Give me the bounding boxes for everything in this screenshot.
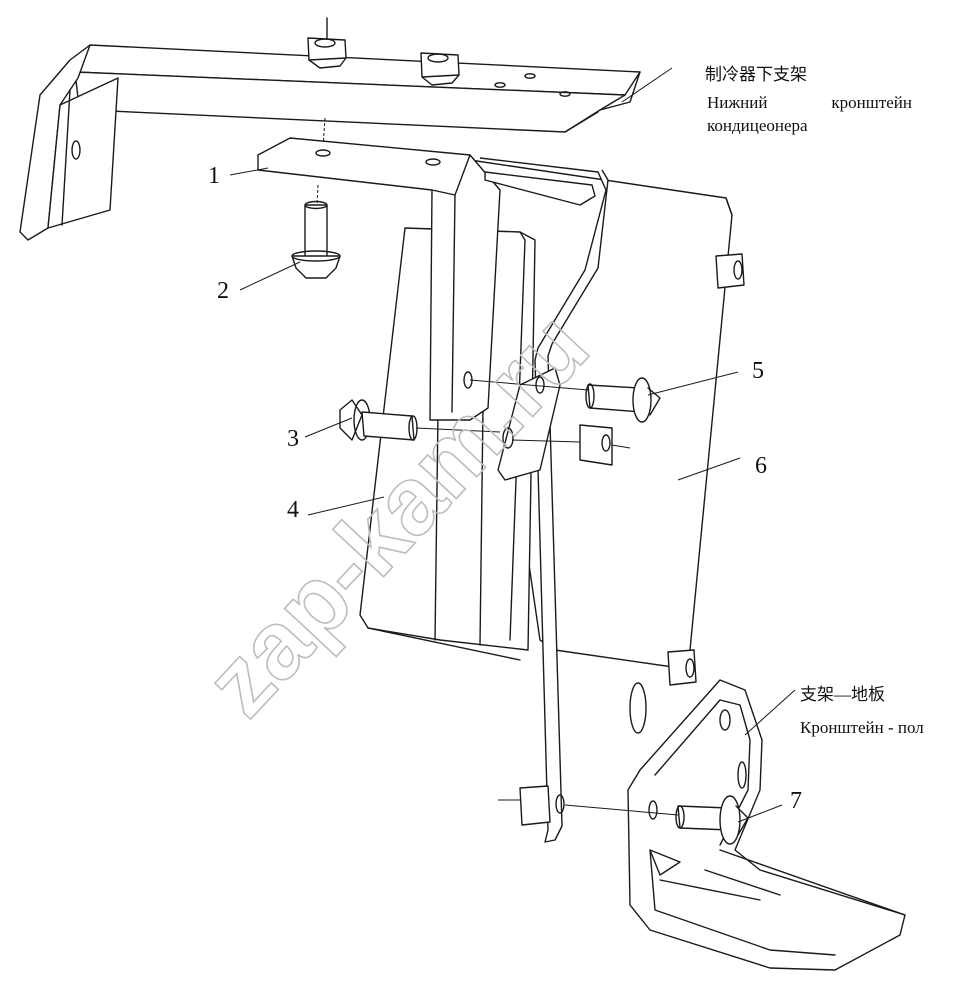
callout-1: 1 xyxy=(208,163,220,189)
leader-upper-bracket-note xyxy=(621,67,673,103)
leader-4 xyxy=(307,496,385,516)
callout-4: 4 xyxy=(287,497,299,523)
leader-3 xyxy=(304,417,353,438)
part-7-bolt xyxy=(564,795,749,845)
callout-5: 5 xyxy=(752,358,764,384)
leader-lines xyxy=(229,67,796,823)
part-5-bolt xyxy=(469,377,661,423)
leader-2 xyxy=(239,261,301,291)
callout-7: 7 xyxy=(790,788,802,814)
upper-ac-bracket xyxy=(19,17,641,241)
floor-bracket-note: 支架—地板 Кронштейн - пол xyxy=(800,685,924,737)
upper-bracket-note-russian-1b: кронштейн xyxy=(831,93,912,112)
leader-5 xyxy=(647,371,739,396)
plate-6-nut-bottom xyxy=(667,649,697,686)
floor-bracket-note-russian: Кронштейн - пол xyxy=(800,718,924,737)
leader-floor-bracket-note xyxy=(744,689,796,736)
part-3-bolt xyxy=(339,399,501,441)
part-1-l-bracket xyxy=(257,137,501,421)
upper-bracket-nut-left xyxy=(307,17,347,69)
upper-bracket-nut-right xyxy=(420,52,460,86)
leader-1 xyxy=(229,167,269,176)
upper-bracket-note-russian-1a: Нижний xyxy=(707,93,767,112)
part-2-bolt xyxy=(291,184,341,279)
floor-bracket-note-chinese: 支架—地板 xyxy=(800,685,885,704)
callout-2: 2 xyxy=(217,278,229,304)
plate-6-nut-top xyxy=(715,253,745,289)
leader-7 xyxy=(737,804,783,823)
upper-bracket-note-chinese: 制冷器下支架 xyxy=(705,65,807,84)
lower-rect-nut xyxy=(498,785,565,826)
upper-bracket-note: 制冷器下支架 Нижний кронштейн кондицеонера xyxy=(705,65,912,135)
angled-link-bracket xyxy=(479,157,609,843)
part-6-rear-plate xyxy=(469,159,745,686)
callout-6: 6 xyxy=(755,453,767,479)
floor-bracket xyxy=(627,679,906,971)
leader-6 xyxy=(677,457,741,481)
mid-nut xyxy=(511,424,631,466)
upper-bracket-note-russian-2: кондицеонера xyxy=(707,116,808,135)
callout-3: 3 xyxy=(287,426,299,452)
